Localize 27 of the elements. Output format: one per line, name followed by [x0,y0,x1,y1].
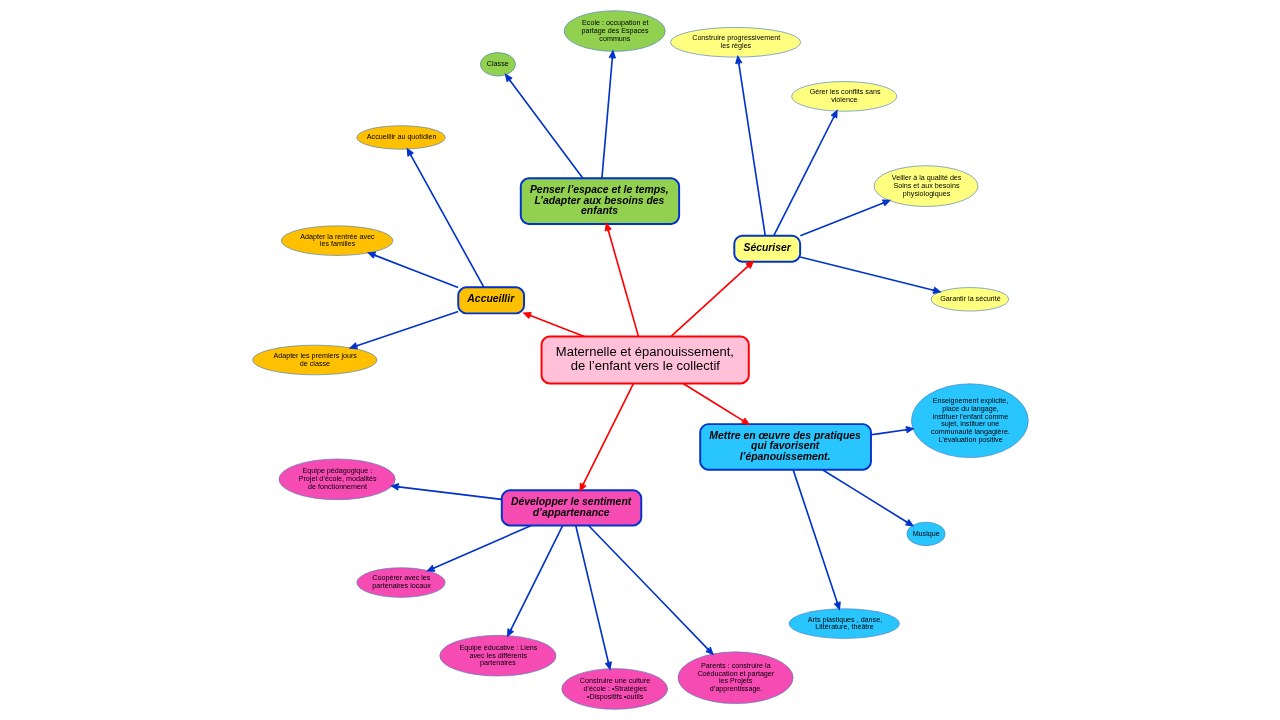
arrow [426,524,532,572]
arrow [600,50,616,179]
node-box: Sécuriser [732,234,801,263]
arrow [587,524,713,655]
arrow [798,256,941,294]
arrow [604,223,639,338]
arrow [390,483,502,501]
arrow [772,110,838,237]
arrow [522,311,585,338]
arrow [791,469,841,610]
arrow [506,524,563,637]
arrow [799,199,890,237]
arrow [681,382,749,425]
arrow [869,426,913,436]
arrow [734,56,766,237]
arrow [579,382,634,491]
node-box: Penser l’espace et le temps, L’adapter aux besoins des enfants [519,177,680,225]
arrow [821,469,913,527]
node-box: Mettre en œuvre des pratiques qui favorisent l’épanouissement. [698,423,872,471]
node-box: Maternelle et épanouissement, de l’enfant vers le collectif [540,335,750,385]
node-box: Développer le sentiment d’appartenance [500,489,642,527]
arrow [367,251,459,289]
arrow [504,74,584,180]
node-box: Accueillir [456,286,525,315]
arrow [574,524,612,670]
arrow [349,310,459,350]
arrow [669,261,754,338]
